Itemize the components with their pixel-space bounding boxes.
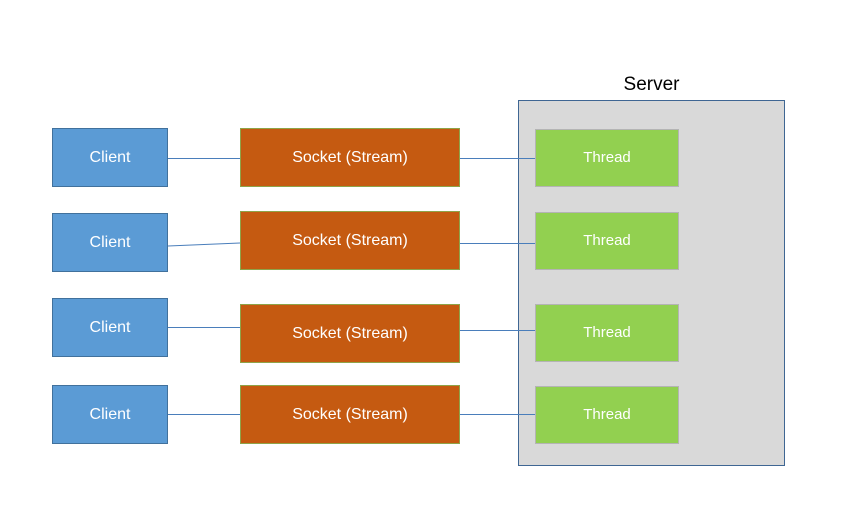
- connector-client-socket-1: [168, 158, 240, 159]
- connector-client-socket-4: [168, 414, 240, 415]
- client-node-label: Client: [89, 318, 131, 336]
- client-node-3[interactable]: Client: [52, 298, 168, 357]
- socket-node-4[interactable]: Socket (Stream): [240, 385, 460, 444]
- client-node-4[interactable]: Client: [52, 385, 168, 444]
- connector-socket-thread-4: [460, 414, 535, 415]
- connector-socket-thread-1: [460, 158, 535, 159]
- socket-node-label: Socket (Stream): [292, 231, 408, 249]
- client-node-2[interactable]: Client: [52, 213, 168, 272]
- socket-node-1[interactable]: Socket (Stream): [240, 128, 460, 187]
- connector-socket-thread-3: [460, 330, 535, 331]
- client-node-1[interactable]: Client: [52, 128, 168, 187]
- server-label: Server: [623, 74, 680, 95]
- thread-node-3[interactable]: Thread: [535, 304, 679, 362]
- connector-client-socket-3: [168, 327, 240, 328]
- socket-node-label: Socket (Stream): [292, 324, 408, 342]
- socket-node-3[interactable]: Socket (Stream): [240, 304, 460, 363]
- thread-node-label: Thread: [583, 149, 631, 166]
- connector-socket-thread-2: [460, 243, 535, 244]
- thread-node-label: Thread: [583, 406, 631, 423]
- thread-node-1[interactable]: Thread: [535, 129, 679, 187]
- thread-node-label: Thread: [583, 324, 631, 341]
- socket-node-label: Socket (Stream): [292, 405, 408, 423]
- client-node-label: Client: [89, 233, 131, 251]
- socket-node-label: Socket (Stream): [292, 148, 408, 166]
- connector-client-socket-2: [167, 238, 241, 250]
- thread-node-label: Thread: [583, 232, 631, 249]
- thread-node-4[interactable]: Thread: [535, 386, 679, 444]
- socket-node-2[interactable]: Socket (Stream): [240, 211, 460, 270]
- client-node-label: Client: [89, 148, 131, 166]
- client-node-label: Client: [89, 405, 131, 423]
- thread-node-2[interactable]: Thread: [535, 212, 679, 270]
